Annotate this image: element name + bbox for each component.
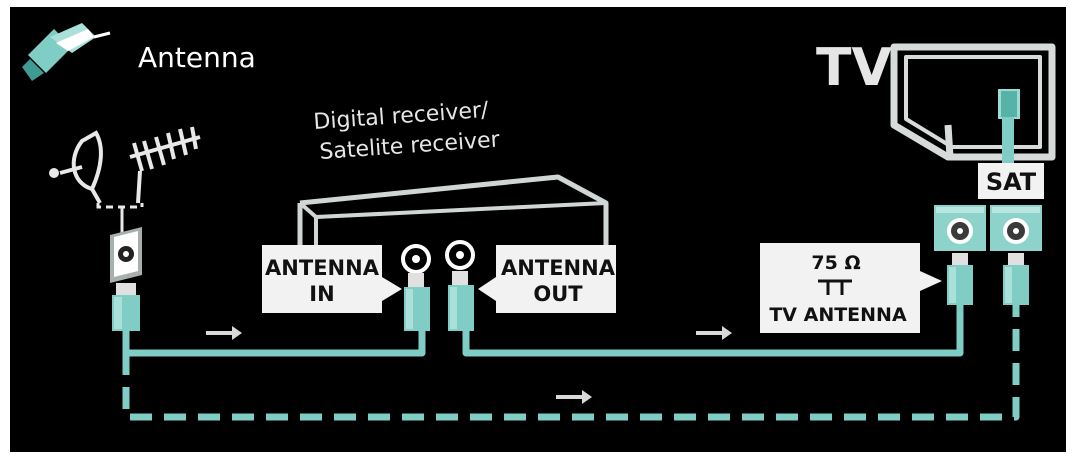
satellite-dish-icon	[49, 130, 103, 204]
sat-label-box	[978, 163, 1044, 199]
coax-symbol-icon	[818, 279, 852, 295]
arrow-icon	[206, 326, 242, 340]
antenna-out-label-box	[478, 245, 616, 313]
cable-receiver-to-tv	[462, 305, 964, 357]
plug-receiver-out	[448, 271, 474, 331]
antenna-feed-dashed	[96, 203, 144, 209]
tv-internal-cable	[1002, 117, 1014, 163]
receiver-out-port	[445, 240, 475, 270]
tv-title: TV	[816, 38, 892, 98]
antenna-out-label-line1: ANTENNA	[501, 256, 616, 280]
plug-wall	[112, 283, 140, 331]
connection-diagram: Antenna TV Digital receiver/ Satelite	[10, 7, 1066, 452]
tv-icon	[890, 43, 1056, 161]
arrow-icon	[556, 390, 592, 404]
source-title: Antenna	[138, 41, 256, 74]
diagram-canvas: Antenna TV Digital receiver/ Satelite	[22, 23, 1056, 421]
terrestrial-antenna-icon	[129, 126, 201, 204]
antenna-in-label-line2: IN	[309, 282, 334, 306]
tv-antenna-ohm: 75 Ω	[811, 252, 860, 274]
tv-antenna-label: TV ANTENNA	[769, 304, 907, 326]
tv-sat-port	[990, 205, 1042, 251]
plug-receiver-in	[404, 273, 430, 331]
receiver-in-port	[401, 244, 431, 274]
receiver-box	[297, 174, 609, 245]
tv-antenna-label-box	[760, 243, 942, 333]
tv-antenna-port	[934, 205, 986, 251]
plug-tv-antenna	[947, 253, 973, 305]
cable-wall-to-receiver	[122, 331, 426, 357]
receiver-caption-line2: Satelite receiver	[319, 127, 502, 165]
antenna-in-label-line1: ANTENNA	[265, 256, 380, 280]
antenna-in-label-box	[262, 245, 402, 313]
arrow-icon	[696, 326, 732, 340]
sat-label: SAT	[986, 168, 1037, 196]
antenna-out-label-line2: OUT	[533, 282, 583, 306]
antenna-plug-icon	[22, 23, 111, 81]
plug-tv-sat	[1003, 253, 1029, 305]
wall-socket-icon	[110, 227, 142, 283]
